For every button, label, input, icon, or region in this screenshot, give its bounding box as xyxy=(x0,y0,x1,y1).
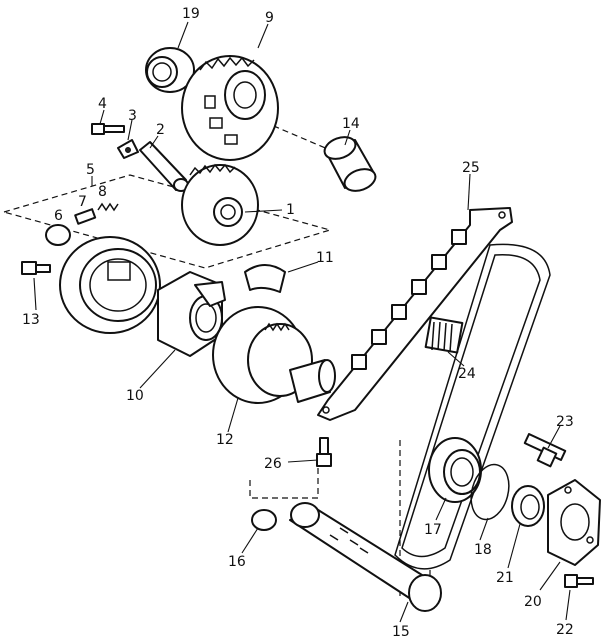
part-3-clip xyxy=(117,139,139,159)
callout-24: 24 xyxy=(458,366,476,382)
callout-21: 21 xyxy=(496,570,514,586)
part-24-chain-block xyxy=(424,316,464,354)
callout-22: 22 xyxy=(556,622,574,638)
part-14-bushing xyxy=(323,136,377,192)
part-16-bushing xyxy=(251,509,277,531)
part-9-large-gear xyxy=(181,55,279,161)
part-11-shoe xyxy=(244,264,286,293)
part-13-bolt xyxy=(21,261,51,275)
part-18-o-ring xyxy=(470,463,510,521)
callout-26: 26 xyxy=(264,456,282,472)
callout-20: 20 xyxy=(524,594,542,610)
callout-19: 19 xyxy=(182,6,200,22)
leader-lines xyxy=(33,21,571,623)
callout-5: 5 xyxy=(86,162,95,178)
part-8-spring xyxy=(97,202,119,212)
callout-13: 13 xyxy=(22,312,40,328)
callout-25: 25 xyxy=(462,160,480,176)
part-4-bolt xyxy=(91,123,125,135)
clutch-drum xyxy=(59,236,161,334)
part-21-seal xyxy=(511,485,545,527)
part-2-pin xyxy=(139,141,189,192)
callout-14: 14 xyxy=(342,116,360,132)
part-1-gear xyxy=(181,163,259,246)
callout-18: 18 xyxy=(474,542,492,558)
part-23-pin xyxy=(523,433,567,468)
callout-16: 16 xyxy=(228,554,246,570)
part-6-roller xyxy=(45,224,71,246)
part-19-bearing xyxy=(145,47,195,93)
callout-11: 11 xyxy=(316,250,334,266)
drive-chain xyxy=(394,243,551,570)
callout-12: 12 xyxy=(216,432,234,448)
part-25-bracket xyxy=(317,207,513,421)
callout-9: 9 xyxy=(265,10,274,26)
callout-15: 15 xyxy=(392,624,410,640)
part-15-shaft xyxy=(289,502,442,612)
callout-1: 1 xyxy=(286,202,295,218)
part-12-clutch xyxy=(212,306,336,404)
callout-6: 6 xyxy=(54,208,63,224)
callout-2: 2 xyxy=(156,122,165,138)
part-20-housing xyxy=(547,479,601,566)
part-22-bolt xyxy=(564,574,594,588)
callout-8: 8 xyxy=(98,184,107,200)
callout-labels: 19 9 4 3 2 14 5 25 7 8 1 6 11 13 24 10 2… xyxy=(22,6,574,640)
callout-4: 4 xyxy=(98,96,107,112)
callout-7: 7 xyxy=(78,194,87,210)
part-26-bolt xyxy=(316,437,332,467)
callout-10: 10 xyxy=(126,388,144,404)
callout-3: 3 xyxy=(128,108,137,124)
part-7-pin xyxy=(74,208,97,225)
part-17-bearing xyxy=(428,437,482,503)
callout-17: 17 xyxy=(424,522,442,538)
callout-23: 23 xyxy=(556,414,574,430)
